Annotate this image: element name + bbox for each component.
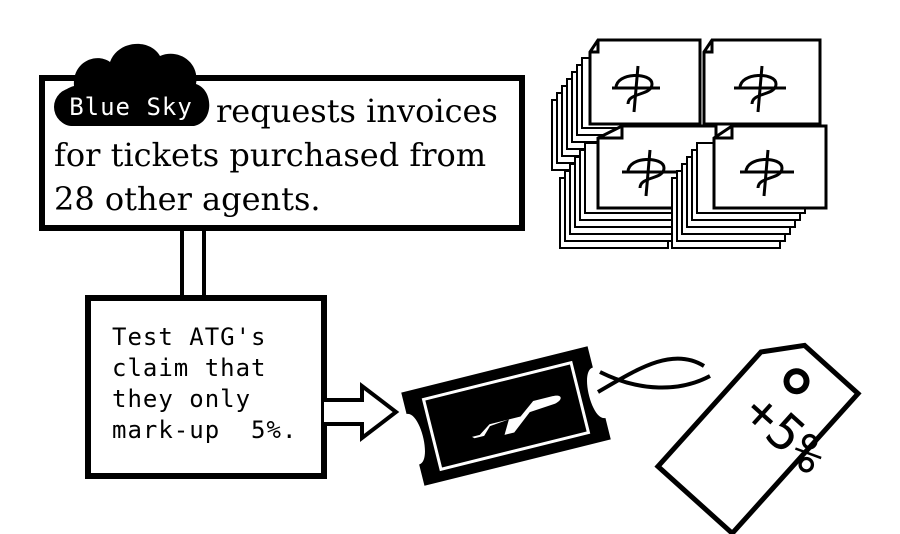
airline-ticket-icon bbox=[401, 346, 611, 486]
top-box-line2: for tickets purchased from bbox=[54, 136, 486, 174]
invoice-stack-bottom-left bbox=[559, 124, 718, 249]
arrow-right-icon bbox=[324, 381, 400, 443]
invoice-stack-icon bbox=[551, 38, 828, 249]
bottom-box-line4: mark-up 5%. bbox=[112, 416, 297, 444]
dollar-sign-icon bbox=[734, 65, 786, 113]
dollar-sign-icon bbox=[622, 149, 676, 197]
bottom-box-line1: Test ATG's bbox=[112, 323, 267, 351]
dollar-sign-icon bbox=[612, 65, 660, 113]
tag-string bbox=[596, 356, 711, 394]
invoice-stack-top-right bbox=[702, 38, 822, 126]
dollar-sign-icon bbox=[740, 149, 794, 197]
bottom-box-line2: claim that bbox=[112, 354, 267, 382]
invoice-stack-bottom-right bbox=[671, 124, 828, 249]
bottom-text-box bbox=[85, 295, 327, 479]
top-box-line1-rest: requests invoices bbox=[216, 92, 498, 130]
box-connector bbox=[180, 220, 206, 302]
brand-pill: Blue Sky bbox=[54, 88, 208, 126]
brand-label: Blue Sky bbox=[69, 93, 193, 121]
top-box-line3: 28 other agents. bbox=[54, 180, 321, 218]
airplane-icon bbox=[472, 395, 561, 439]
price-tag-icon bbox=[654, 342, 862, 534]
bottom-box-line3: they only bbox=[112, 385, 251, 413]
